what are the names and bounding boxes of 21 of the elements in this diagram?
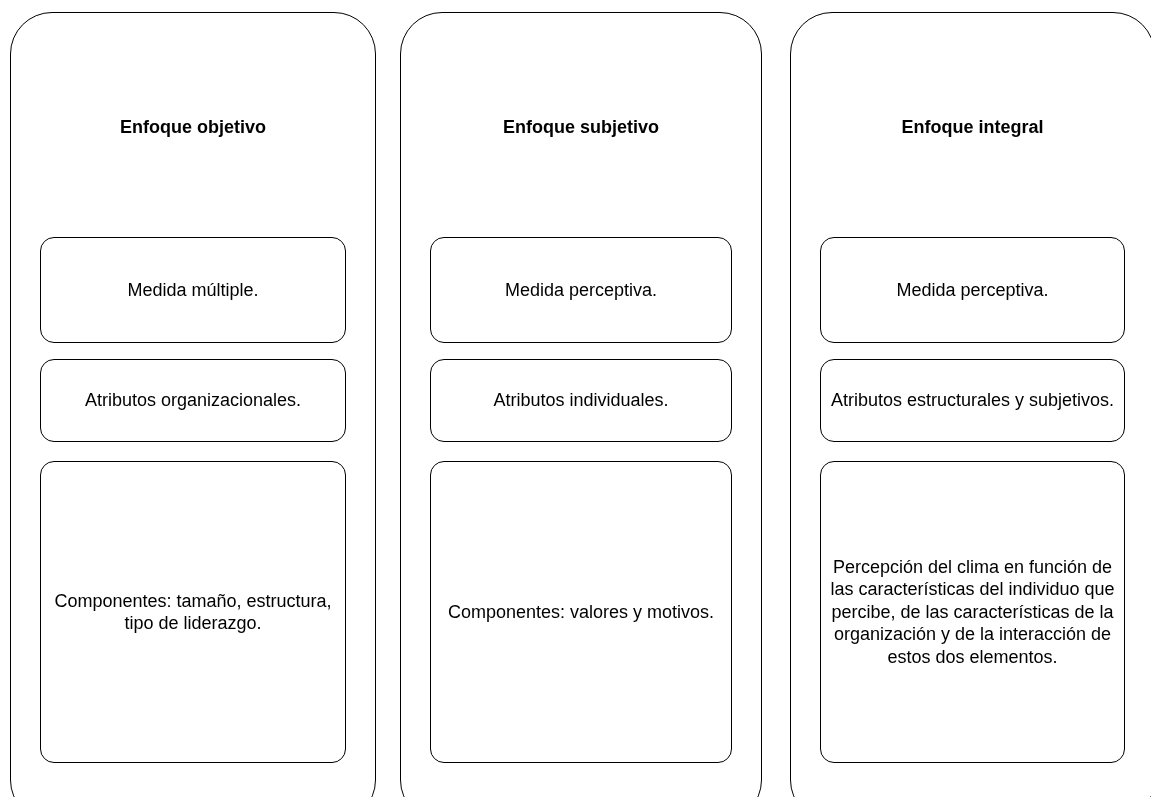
box-text: Medida múltiple. [127,278,259,302]
text-box [820,461,1125,763]
column-heading: Enfoque subjetivo [502,117,660,138]
text-box [820,359,1125,442]
text-box [430,359,732,442]
text-box [40,461,346,763]
box-text: Componentes: tamaño, estructura, tipo de liderazgo. [53,589,333,635]
text-box [430,461,732,763]
text-box [430,237,732,343]
box-text: Componentes: valores y motivos. [447,600,715,624]
text-box [40,359,346,442]
column-heading: Enfoque integral [900,117,1045,138]
box-text: Atributos organizacionales. [84,389,302,412]
text-box [40,237,346,343]
box-text: Medida perceptiva. [896,278,1049,302]
box-text: Medida perceptiva. [504,278,658,302]
column-heading: Enfoque objetivo [119,117,267,138]
text-box [820,237,1125,343]
box-text: Atributos individuales. [493,389,669,412]
box-text: Percepción del clima en función de las características del individuo que percibe, de las características de la organización y de la interacción de estos dos elementos. [829,555,1116,669]
box-text: Atributos estructurales y subjetivos. [830,389,1115,412]
